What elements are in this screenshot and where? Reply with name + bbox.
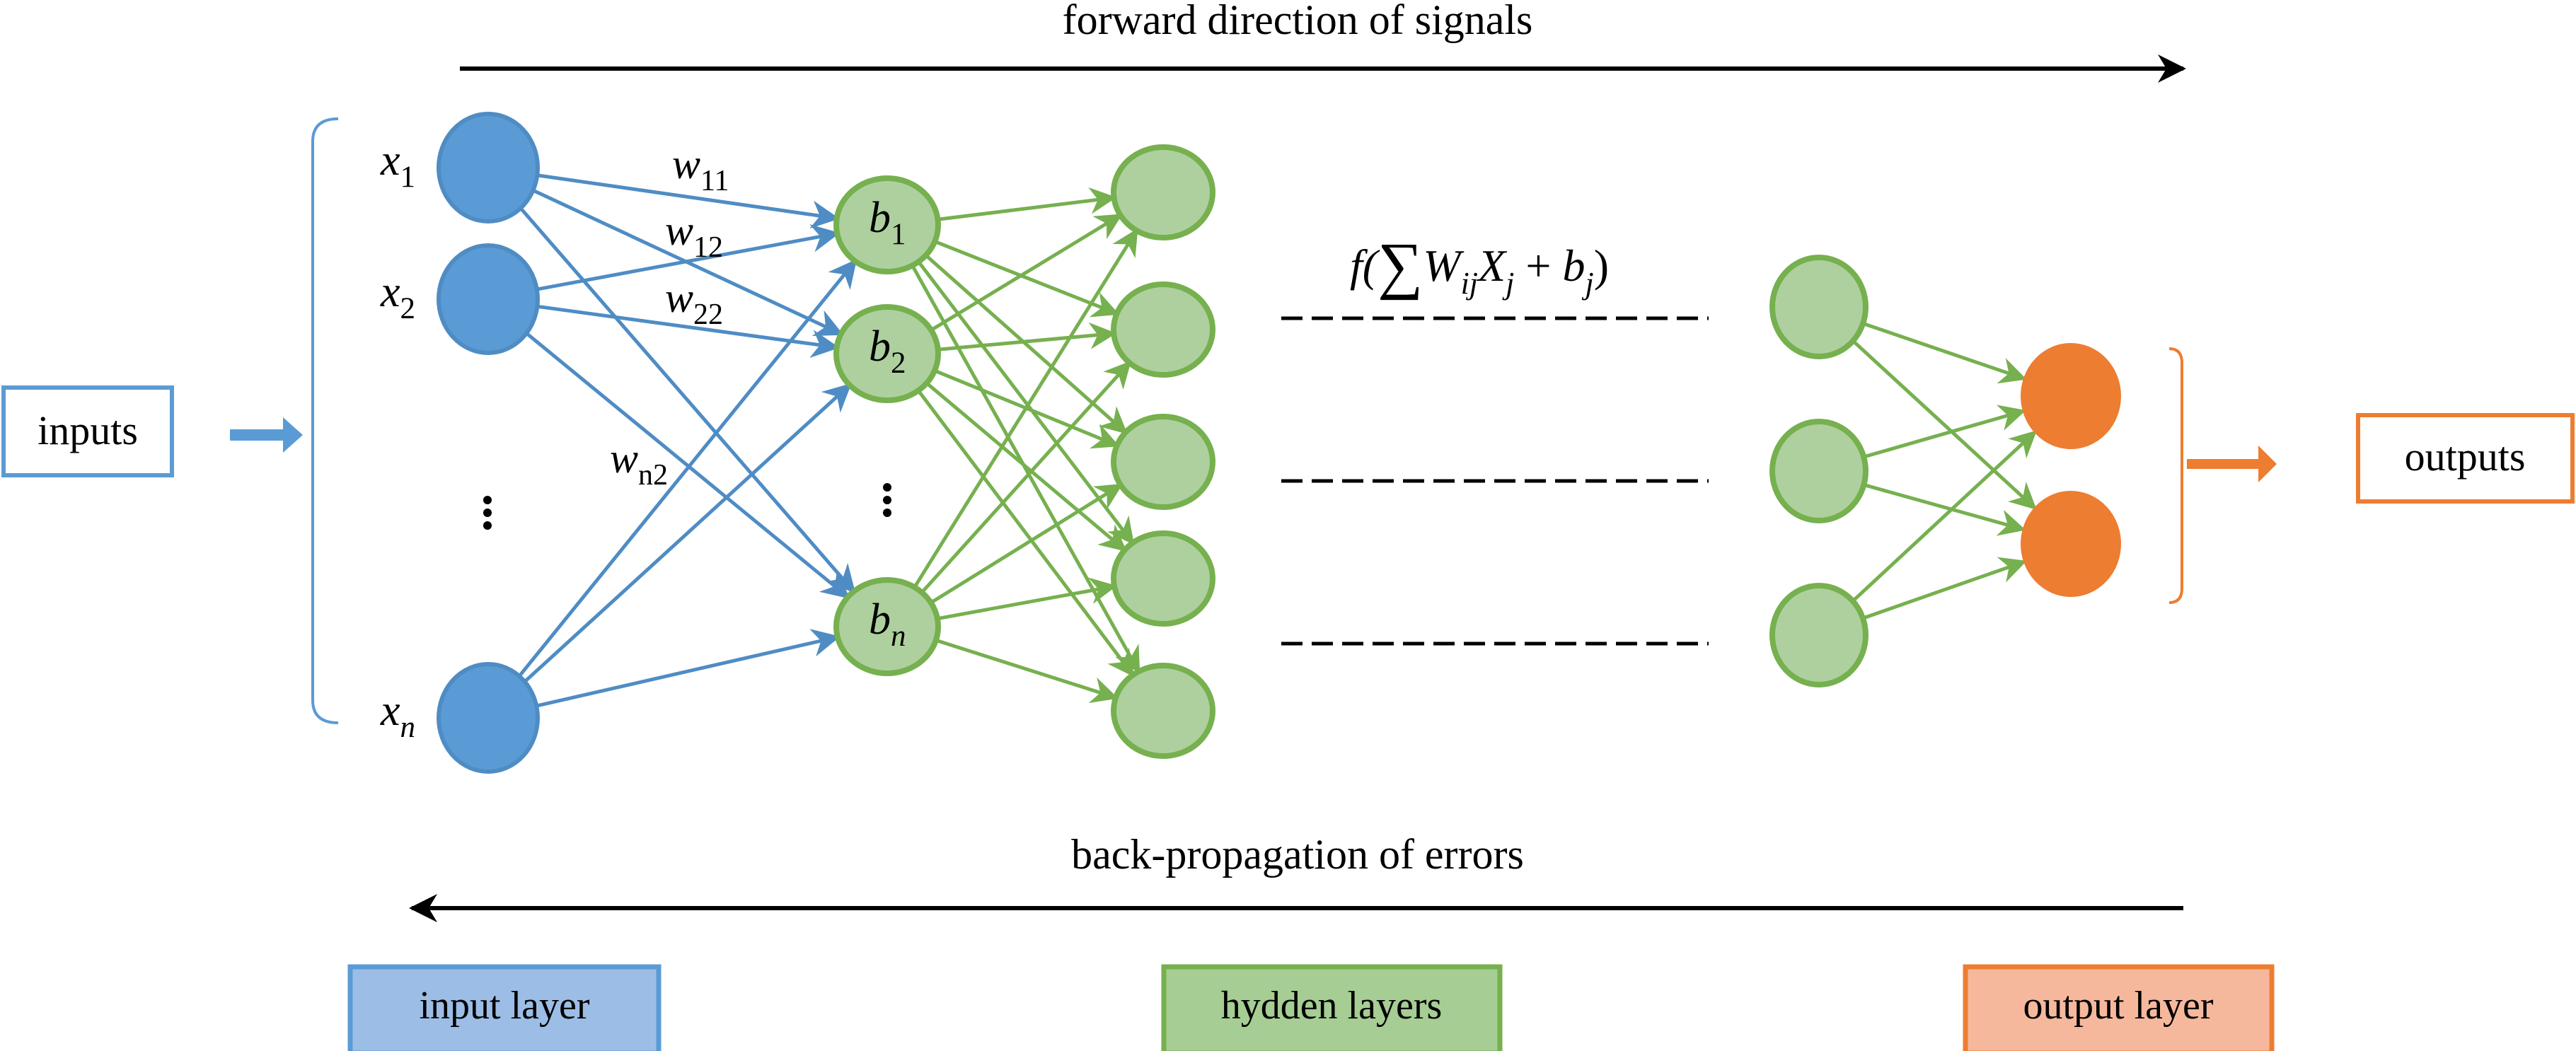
hidden-to-output-edge [1863, 483, 2026, 536]
hidden-to-hidden-edge [920, 361, 1131, 594]
hidden-node [1111, 530, 1215, 627]
output-node [2021, 491, 2121, 597]
hidden-node [1769, 419, 1869, 523]
input-to-hidden-edge [536, 629, 841, 708]
input-bracket [311, 117, 339, 724]
hidden-node [833, 577, 941, 676]
hidden-node [833, 304, 941, 403]
weight-label: wn2 [610, 435, 668, 492]
input-to-hidden-edge [524, 383, 852, 683]
outputs-arrow [2187, 446, 2277, 482]
input-label: x2 [380, 268, 415, 325]
bias-label: b2 [869, 323, 906, 380]
hidden-to-hidden-edge [937, 322, 1117, 352]
hidden-node [1769, 583, 1869, 687]
bias-label: b1 [869, 194, 906, 251]
weight-label: w12 [665, 207, 723, 264]
bias-label: bn [869, 596, 906, 653]
outputs-label: outputs [2405, 434, 2526, 480]
input-label: xn [380, 687, 415, 744]
inputs-box: inputs [1, 385, 174, 477]
output-node [2021, 343, 2121, 449]
weight-label: w11 [672, 141, 729, 197]
hidden-to-output-edge [1852, 339, 2037, 510]
forward-direction-label: forward direction of signals [1063, 0, 1533, 43]
hidden-to-hidden-edge [935, 638, 1119, 704]
activation-formula: f(∑WijXj + bj) [1350, 231, 1609, 301]
back-propagation-label: back-propagation of errors [1071, 831, 1524, 878]
hidden-to-hidden-edge [934, 240, 1120, 318]
input-to-hidden-edge [536, 224, 841, 291]
input-to-hidden-edge [537, 304, 840, 359]
hidden-to-hidden-edge [913, 228, 1138, 588]
hidden-to-output-edge [1863, 405, 2026, 459]
bias-ellipsis [883, 483, 891, 517]
hidden-node [1769, 255, 1869, 359]
legend-hidden-layers: hydden layers [1161, 964, 1503, 1051]
input-label: x1 [380, 137, 415, 194]
legend-output-layer: output layer [1963, 964, 2275, 1051]
input-to-hidden-edge [536, 173, 840, 229]
hidden-to-output-edge [1862, 321, 2027, 384]
svg-text:hydden layers: hydden layers [1221, 984, 1443, 1028]
input-to-hidden-edge [525, 332, 850, 599]
hidden-to-hidden-edge [925, 381, 1127, 552]
hidden-layer-continuation [1281, 316, 1709, 646]
hidden-to-hidden-edge [937, 577, 1117, 621]
input-node [437, 662, 540, 774]
outputs-box: outputs [2356, 413, 2575, 504]
input-node [437, 243, 540, 355]
output-bracket [2168, 347, 2183, 604]
hidden-node [1111, 281, 1215, 378]
input-to-hidden-edge [519, 207, 856, 594]
svg-text:output layer: output layer [2023, 984, 2213, 1028]
hidden-to-output-edge [1852, 430, 2038, 603]
inputs-label: inputs [37, 407, 138, 453]
hidden-node [1111, 663, 1215, 759]
hidden-node [1111, 144, 1215, 240]
input-to-hidden-edge [518, 259, 857, 678]
hidden-to-output-edge [1862, 557, 2027, 620]
hidden-to-hidden-edge [930, 214, 1123, 332]
hidden-to-hidden-edge [930, 483, 1124, 605]
hidden-to-hidden-edge [937, 187, 1117, 221]
input-node [437, 112, 540, 223]
svg-text:input layer: input layer [419, 984, 589, 1028]
hidden-to-hidden-edge [917, 389, 1135, 678]
input-ellipsis [483, 496, 492, 530]
hidden-node [833, 175, 941, 274]
hidden-node [1111, 414, 1215, 510]
weight-label: w22 [665, 274, 723, 331]
inputs-arrow [230, 417, 303, 453]
legend-input-layer: input layer [347, 964, 662, 1051]
